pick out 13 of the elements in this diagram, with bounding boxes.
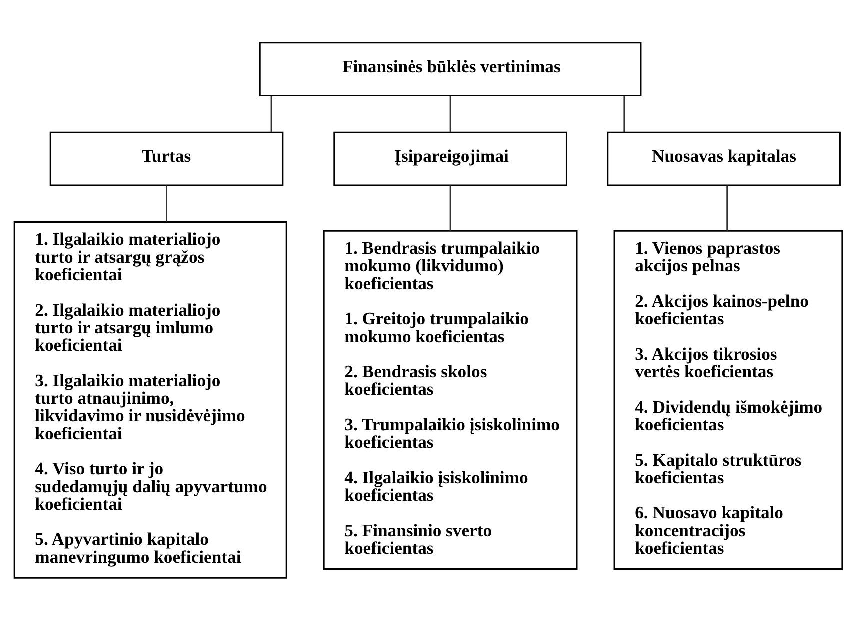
node-box: Turtas (50, 132, 284, 186)
connector (450, 186, 452, 231)
node-box: Nuosavas kapitalas (607, 132, 841, 186)
node-box: 1. Ilgalaikio materialiojo turto ir atsargų grąžos koeficientai 2. Ilgalaikio materialiojo turto ir atsargų imlumo koeficientai 3. Ilgalaikio materialiojo turto atnaujinimo, likvidavimo ir nusidėvėjimo koeficientai 4. Viso turto ir jo sudedamųjų dalių apyvartumo koeficientai 5. Apyvartinio kapitalo manevringumo koeficientai (14, 222, 288, 579)
connector (166, 186, 168, 222)
node-box: 1. Vienos paprastos akcijos pelnas 2. Akcijos kainos-pelno koeficientas 3. Akcijos tikrosios vertės koeficientas 4. Dividendų išmokėjimo koeficientas 5. Kapitalo struktūros koeficientas 6. Nuosavo kapitalo koncentracijos koeficientas (614, 230, 844, 570)
node-box: Įsipareigojimai (334, 132, 568, 186)
connector (450, 96, 452, 132)
connector (624, 96, 626, 132)
connector (726, 186, 728, 231)
connector (270, 96, 272, 132)
node-box: Finansinės būklės vertinimas (259, 42, 642, 97)
node-box: 1. Bendrasis trumpalaikio mokumo (likvidumo) koeficientas 1. Greitojo trumpalaikio mokumo koeficientas 2. Bendrasis skolos koeficientas 3. Trumpalaikio įsiskolinimo koeficientas 4. Ilgalaikio įsiskolinimo koeficientas 5. Finansinio sverto koeficientas (323, 230, 578, 570)
